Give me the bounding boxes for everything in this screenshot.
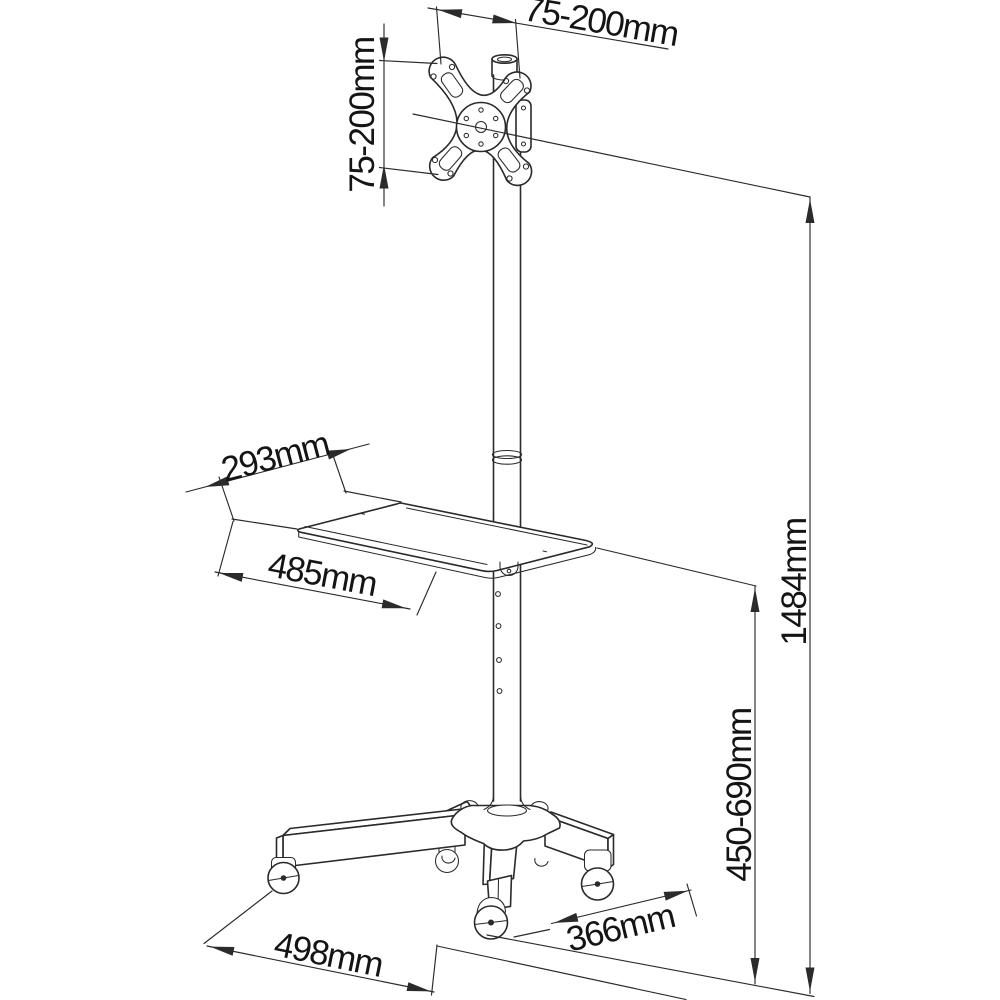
shelf-pole-clamp [499,561,519,577]
caster-base [267,794,615,940]
dim-vesa-height [378,23,439,207]
dim-shelf-depth [185,443,402,530]
caster-left [267,856,300,895]
vesa-plate-slots [438,72,524,173]
vesa-width-label: 75-200mm [521,0,681,54]
pole-adjustment-holes [495,591,503,694]
caster-right [580,849,615,901]
leg-left [275,807,473,871]
dim-shelf-height-range [596,547,760,985]
base-hub [450,794,561,851]
base-width-label: 498mm [271,925,386,985]
shelf-top-face [297,502,594,573]
shelf-depth-label: 293mm [217,424,333,489]
shelf-thickness-edge [298,530,597,579]
vesa-plate-corner-holes [430,63,531,182]
dim-total-height [412,113,815,995]
caster-front [473,896,509,940]
pole-collar [491,449,523,465]
dim-shelf-width [214,520,437,616]
shelf-height-range-label: 450-690mm [720,708,759,881]
leg-bolt-right [534,857,549,867]
shelf-width-label: 485mm [265,545,380,604]
dim-base-width [203,890,438,996]
total-height-label: 1484mm [775,518,814,645]
pole-top-cap [491,53,518,81]
vesa-center-disc [455,101,507,153]
base-depth-label: 366mm [563,896,678,959]
shelf [297,502,597,579]
vesa-tilt-bracket [515,99,532,153]
dim-vesa-width [427,6,669,79]
pole [491,53,523,802]
floor-reference-lines [436,934,815,1000]
leg-bolt-left [441,855,456,864]
vesa-height-label: 75-200mm [343,37,382,192]
vesa-mount [428,56,533,187]
dim-base-depth [513,883,698,938]
